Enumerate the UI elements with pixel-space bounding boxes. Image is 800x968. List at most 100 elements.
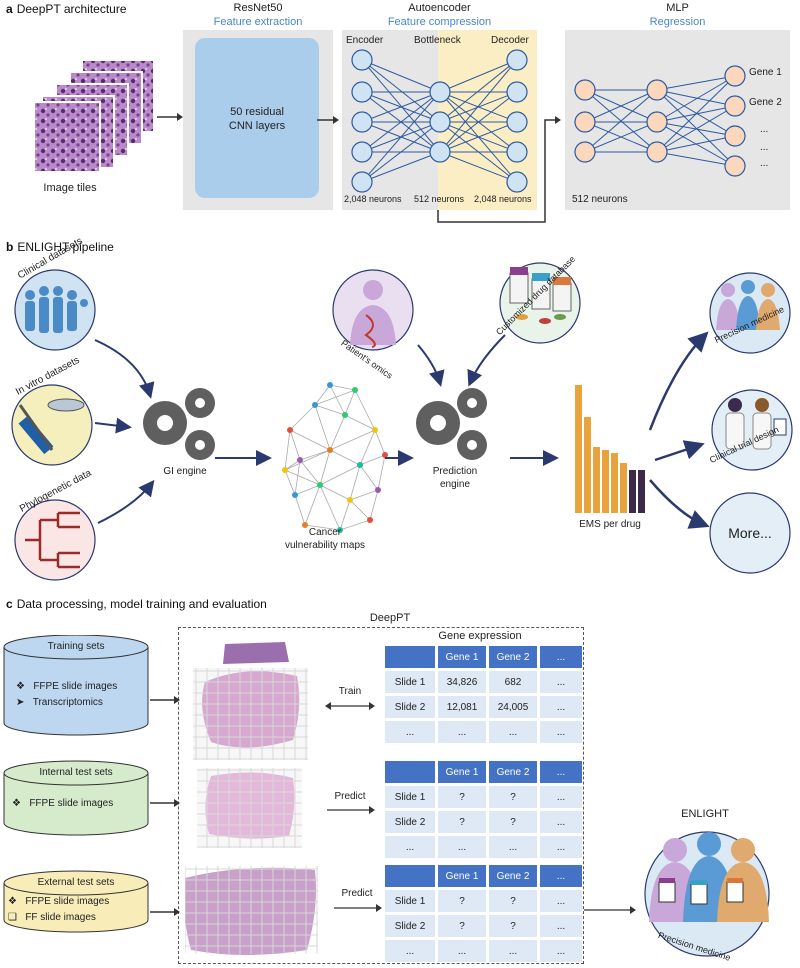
neuron-node <box>506 171 528 193</box>
cylinder-arrows <box>150 696 180 916</box>
network-node <box>287 427 293 433</box>
table-cell: ? <box>438 811 486 833</box>
predict-arrow-1 <box>327 806 375 814</box>
network-edge <box>299 459 321 486</box>
table-row: Slide 1??... <box>385 786 582 808</box>
table-cell: ... <box>489 721 537 743</box>
training-item-1: ❖ FFPE slide images <box>16 681 118 692</box>
table-cell: Slide 1 <box>385 671 435 693</box>
neuron-node <box>506 81 528 103</box>
network-node <box>372 427 378 433</box>
table-header-cell: ... <box>540 761 582 783</box>
table-cell: ... <box>540 890 582 912</box>
table-cell: ... <box>438 940 486 962</box>
ae-decoder-label: Decoder <box>491 35 529 46</box>
network-edge <box>314 404 346 416</box>
resnet-box-text-2: CNN layers <box>228 120 286 132</box>
connection-line <box>584 89 658 123</box>
neuron-node <box>724 125 746 147</box>
prediction-engine-label-1: Prediction <box>432 466 478 477</box>
table-cell: ... <box>385 721 435 743</box>
network-node <box>282 467 288 473</box>
network-edge <box>339 519 371 531</box>
mlp-title: MLP <box>666 2 689 14</box>
connection-line <box>361 121 441 183</box>
autoencoder-network <box>351 49 528 193</box>
neuron-node <box>351 81 373 103</box>
table-cell: ? <box>489 890 537 912</box>
table-cell: ... <box>489 836 537 858</box>
table-row: ............ <box>385 940 582 962</box>
ems-bar <box>602 450 609 513</box>
neuron-node <box>574 111 596 133</box>
enlight-pipeline-graphic <box>11 262 793 581</box>
network-node <box>352 387 358 393</box>
resnet-box-text-1: 50 residual <box>230 106 284 118</box>
network-edge <box>304 484 321 526</box>
mlp-dots-3: ... <box>760 158 769 169</box>
network-edge <box>314 384 331 406</box>
external-item-2: ❑ FF slide images <box>8 912 96 923</box>
network-edge <box>359 429 376 466</box>
connection-line <box>361 59 441 153</box>
deeppt-label: DeepPT <box>369 612 411 624</box>
connection-line <box>584 89 658 153</box>
network-edge <box>369 489 379 521</box>
mlp-dots-2: ... <box>760 142 769 153</box>
connection-line <box>361 59 441 123</box>
network-edge <box>329 384 346 416</box>
connection-line <box>439 59 518 93</box>
network-node <box>357 462 363 468</box>
neuron-node <box>724 65 746 87</box>
table-cell: 12,081 <box>438 696 486 718</box>
slide-images <box>185 642 318 955</box>
table-row: Slide 1??... <box>385 890 582 912</box>
network-node <box>292 492 298 498</box>
gi-engine-label: GI engine <box>163 466 207 477</box>
table-cell: ... <box>489 940 537 962</box>
table-cell: ? <box>489 811 537 833</box>
table-cell: ... <box>540 671 582 693</box>
ae-bottleneck-label: Bottleneck <box>414 35 461 46</box>
neuron-node <box>724 155 746 177</box>
table-cell: ... <box>540 721 582 743</box>
neuron-node <box>351 141 373 163</box>
predict-label-1: Predict <box>334 791 366 802</box>
table-cell: ... <box>438 836 486 858</box>
table-cell: 682 <box>489 671 537 693</box>
network-node <box>327 382 333 388</box>
prediction-engine-gears <box>416 388 487 460</box>
network-edge <box>294 494 306 526</box>
connection-line <box>439 59 518 153</box>
network-edge <box>329 449 361 466</box>
neuron-node <box>646 79 668 101</box>
network-edge <box>294 459 301 496</box>
table-cell: ... <box>540 940 582 962</box>
train-label: Train <box>338 686 362 697</box>
table-cell: Slide 2 <box>385 696 435 718</box>
network-node <box>375 487 381 493</box>
network-node <box>347 497 353 503</box>
patients-group-icon <box>716 280 780 330</box>
table-cell: Slide 1 <box>385 786 435 808</box>
network-edge <box>289 429 301 461</box>
network-node <box>317 482 323 488</box>
network-edge <box>374 429 386 456</box>
ems-bar <box>611 453 618 513</box>
network-node <box>342 412 348 418</box>
table-cell: ... <box>540 786 582 808</box>
ae-n2: 512 neurons <box>414 194 465 204</box>
mlp-panel <box>565 30 790 210</box>
neuron-node <box>429 141 451 163</box>
network-node <box>327 447 333 453</box>
ems-bar <box>575 385 582 513</box>
network-edge <box>344 389 356 416</box>
neuron-node <box>574 79 596 101</box>
connection-line <box>584 121 658 153</box>
